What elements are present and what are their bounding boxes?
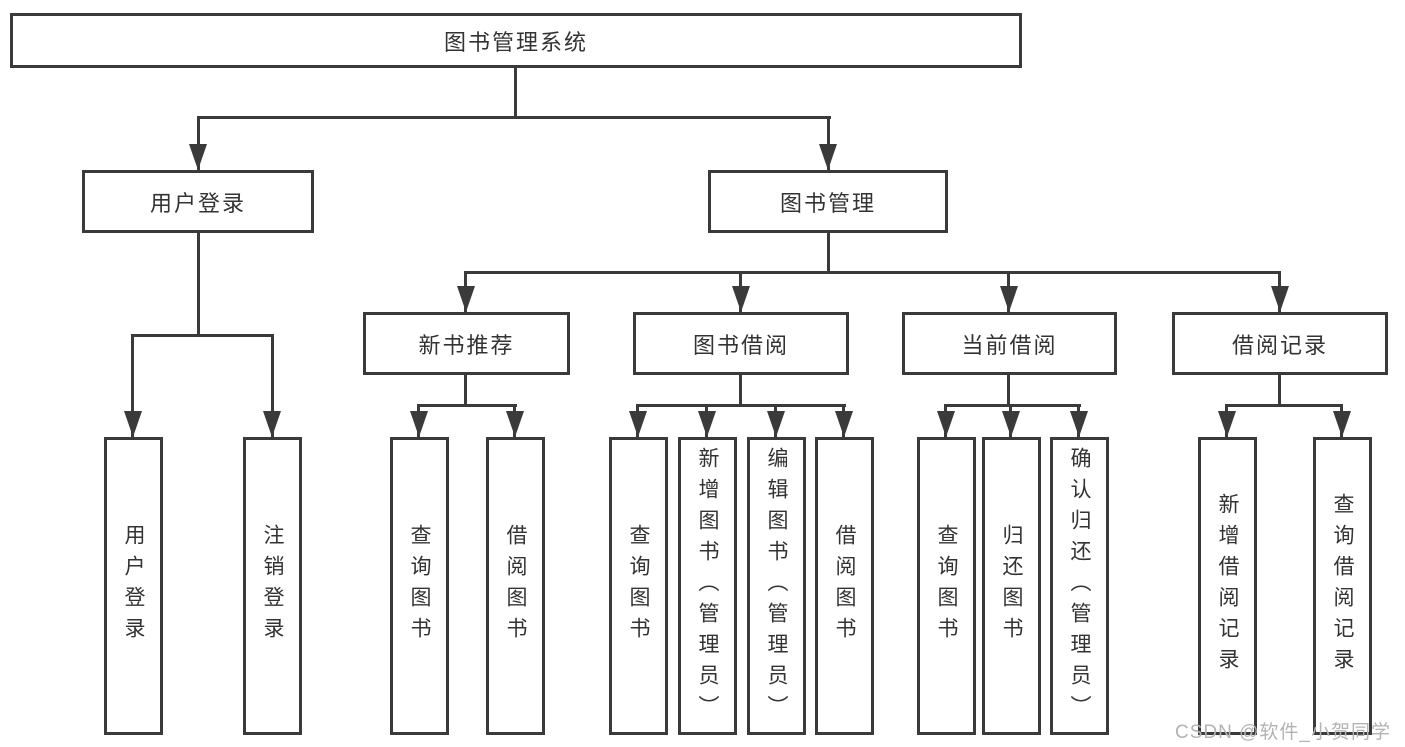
node-user-login: 用户登录 (82, 170, 314, 233)
node-label: 用户登录 (149, 190, 246, 216)
node-borrow-record: 借阅记录 (1172, 312, 1388, 375)
node-book-borrow: 图书借阅 (633, 312, 849, 375)
node-label: 新增图书（管理员） (696, 446, 719, 726)
arrow-down-icon (937, 411, 955, 437)
connector-line (739, 375, 742, 407)
arrow-down-icon (629, 411, 647, 437)
node-label: 图书管理 (779, 190, 876, 216)
node-label: 查询图书 (627, 524, 650, 648)
node-book-management: 图书管理 (708, 170, 948, 233)
node-label: 注销登录 (261, 524, 284, 648)
node-label: 编辑图书（管理员） (765, 446, 788, 726)
connector-line (131, 334, 274, 337)
connector-line (197, 116, 831, 119)
arrow-down-icon (1000, 286, 1018, 312)
leaf-br-add-record: 新增借阅记录 (1198, 437, 1257, 735)
node-label: 确认归还（管理员） (1068, 446, 1091, 726)
connector-line (131, 334, 134, 437)
node-label: 当前借阅 (961, 332, 1058, 358)
connector-line (464, 271, 1281, 274)
arrow-down-icon (835, 411, 853, 437)
leaf-logout: 注销登录 (243, 437, 302, 735)
leaf-bb-borrow-book: 借阅图书 (815, 437, 874, 735)
leaf-nb-borrow-book: 借阅图书 (486, 437, 545, 735)
connector-line (197, 116, 200, 170)
arrow-down-icon (1070, 411, 1088, 437)
node-label: 借阅图书 (504, 524, 527, 648)
arrow-down-icon (819, 144, 837, 170)
leaf-user-login: 用户登录 (104, 437, 163, 735)
node-current-borrow: 当前借阅 (902, 312, 1117, 375)
arrow-down-icon (506, 411, 524, 437)
connector-line (514, 68, 517, 117)
node-label: 查询图书 (935, 524, 958, 648)
connector-line (827, 116, 830, 170)
csdn-watermark: CSDN @软件_小贺同学 (1175, 722, 1391, 743)
arrow-down-icon (263, 411, 281, 437)
connector-line (1225, 404, 1342, 407)
node-new-book-recommend: 新书推荐 (363, 312, 570, 375)
connector-line (197, 233, 200, 337)
node-label: 新增借阅记录 (1216, 493, 1239, 679)
leaf-bb-add-book-admin: 新增图书（管理员） (678, 437, 737, 735)
arrow-down-icon (767, 411, 785, 437)
arrow-down-icon (124, 411, 142, 437)
node-library-system: 图书管理系统 (10, 13, 1022, 68)
connector-line (827, 233, 830, 274)
leaf-br-query-record: 查询借阅记录 (1313, 437, 1372, 735)
leaf-bb-edit-book-admin: 编辑图书（管理员） (747, 437, 806, 735)
arrow-down-icon (1218, 411, 1236, 437)
node-label: 新书推荐 (418, 332, 515, 358)
node-label: 图书管理系统 (443, 29, 588, 55)
node-label: 用户登录 (122, 524, 145, 648)
connector-line (944, 404, 1081, 407)
leaf-bb-query-book: 查询图书 (609, 437, 668, 735)
arrow-down-icon (1333, 411, 1351, 437)
node-label: 借阅记录 (1231, 332, 1328, 358)
arrow-down-icon (189, 144, 207, 170)
connector-line (1278, 375, 1281, 407)
leaf-cb-return-book: 归还图书 (982, 437, 1041, 735)
connector-line (464, 375, 467, 407)
connector-line (1007, 375, 1010, 407)
connector-line (271, 334, 274, 437)
node-label: 查询图书 (408, 524, 431, 648)
node-label: 归还图书 (1000, 524, 1023, 648)
arrow-down-icon (457, 286, 475, 312)
connector-line (636, 404, 846, 407)
connector-line (417, 404, 517, 407)
node-label: 借阅图书 (833, 524, 856, 648)
arrow-down-icon (1271, 286, 1289, 312)
arrow-down-icon (1002, 411, 1020, 437)
arrow-down-icon (698, 411, 716, 437)
leaf-cb-query-book: 查询图书 (917, 437, 976, 735)
node-label: 图书借阅 (692, 332, 789, 358)
leaf-cb-confirm-return-admin: 确认归还（管理员） (1050, 437, 1109, 735)
arrow-down-icon (410, 411, 428, 437)
node-label: 查询借阅记录 (1331, 493, 1354, 679)
arrow-down-icon (732, 286, 750, 312)
leaf-nb-query-book: 查询图书 (390, 437, 449, 735)
